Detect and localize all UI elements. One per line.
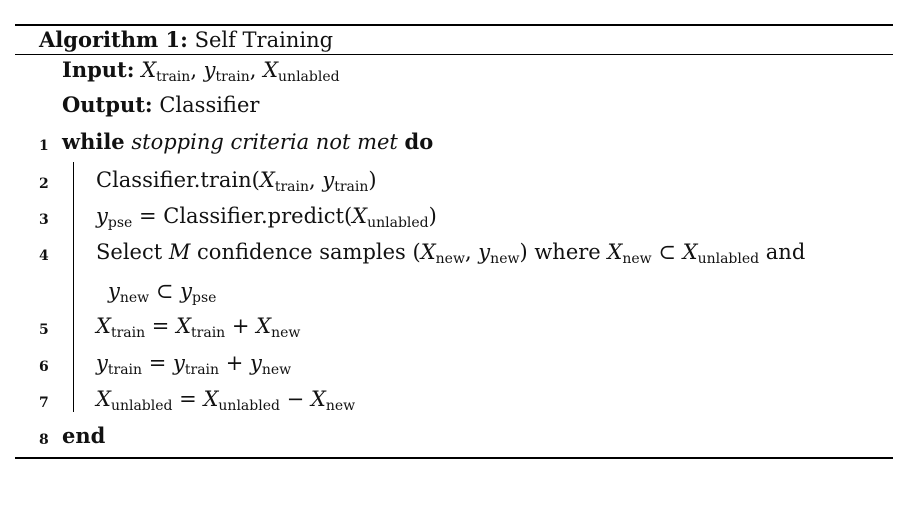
subscript: new — [490, 251, 520, 267]
var: X — [141, 58, 157, 82]
var: X — [607, 240, 623, 264]
var: M — [168, 240, 191, 264]
var: X — [203, 387, 219, 411]
subscript: pse — [107, 215, 133, 231]
line-number: 8 — [39, 432, 49, 448]
subscript: unlabled — [218, 398, 280, 414]
loop-condition: stopping criteria not met — [131, 130, 398, 154]
var: X — [310, 387, 326, 411]
algorithm-title: Self Training — [194, 28, 334, 52]
subscript: train — [215, 69, 250, 85]
operator: + — [225, 314, 257, 338]
subscript: unlabled — [367, 215, 429, 231]
var: y — [96, 351, 108, 375]
subscript: train — [191, 325, 226, 341]
text: and — [759, 240, 806, 264]
var: y — [203, 58, 216, 82]
line-number: 1 — [39, 138, 49, 154]
line-number: 3 — [39, 212, 49, 228]
var: X — [176, 314, 192, 338]
subscript: train — [156, 69, 191, 85]
text: = — [145, 314, 177, 338]
loop-body-bar — [73, 162, 74, 412]
subscript: pse — [192, 290, 217, 306]
keyword-do: do — [404, 129, 434, 154]
top-rule — [15, 24, 893, 26]
output-label: Output: — [62, 92, 153, 117]
text: = Classifier.predict( — [132, 204, 353, 228]
operator: − — [279, 387, 311, 411]
var: y — [478, 240, 491, 264]
subscript: train — [110, 325, 146, 341]
subscript: new — [119, 290, 150, 306]
subset-symbol: ⊂ — [651, 240, 683, 264]
text: = — [142, 351, 173, 375]
algorithm-label: Algorithm 1: — [39, 27, 188, 52]
text: Select — [96, 240, 169, 264]
keyword-while: while — [62, 129, 125, 154]
keyword-end: end — [62, 423, 106, 448]
bottom-rule — [15, 457, 893, 459]
subscript: new — [271, 325, 301, 341]
operator: + — [219, 351, 250, 375]
text: ) — [428, 204, 437, 228]
subscript: train — [274, 179, 309, 195]
var: y — [108, 279, 120, 303]
subscript: train — [107, 362, 143, 378]
line-number: 2 — [39, 176, 49, 192]
var: y — [96, 204, 108, 228]
sep: , — [249, 58, 264, 82]
var: X — [96, 387, 111, 411]
line-number: 6 — [39, 359, 49, 375]
subscript: unlabled — [697, 251, 760, 267]
sep: , — [464, 240, 479, 264]
var: y — [173, 351, 185, 375]
subscript: train — [334, 179, 369, 195]
sep: , — [190, 58, 204, 82]
algorithm-caption: Algorithm 1: Self Training — [39, 26, 333, 54]
var: X — [256, 314, 272, 338]
line-number: 5 — [39, 322, 49, 338]
var: X — [96, 314, 111, 338]
var: y — [322, 168, 335, 192]
var: X — [263, 58, 279, 82]
var: X — [420, 240, 436, 264]
subscript: train — [184, 362, 220, 378]
var: X — [259, 168, 275, 192]
text: confidence samples ( — [190, 240, 421, 264]
subscript: unlabled — [110, 398, 173, 414]
subscript: new — [261, 362, 292, 378]
text: Classifier.train( — [96, 168, 260, 192]
output-value: Classifier — [159, 93, 260, 117]
subscript: unlabled — [278, 69, 340, 85]
text: ) — [368, 168, 377, 192]
caption-rule — [15, 54, 893, 55]
subscript: new — [435, 251, 465, 267]
var: y — [250, 351, 262, 375]
line-number: 7 — [39, 395, 49, 411]
text: = — [172, 387, 204, 411]
sep: , — [308, 168, 323, 192]
line-number: 4 — [39, 248, 49, 264]
input-label: Input: — [62, 57, 135, 82]
subset-symbol: ⊂ — [149, 279, 181, 303]
var: X — [682, 240, 698, 264]
var: X — [352, 204, 368, 228]
var: y — [180, 279, 192, 303]
text: ) where — [519, 240, 608, 264]
subscript: new — [325, 398, 356, 414]
subscript: new — [622, 251, 652, 267]
